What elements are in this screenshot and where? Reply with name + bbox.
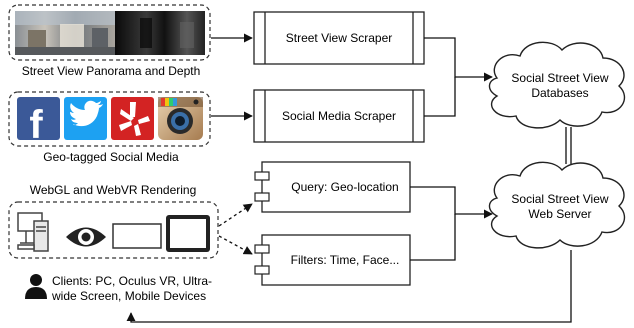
query-label: Query: Geo-location [291,180,398,194]
social-media-group [8,91,211,147]
tablet-icon [166,215,210,252]
street-view-scraper-box [253,11,425,65]
street-view-group [8,4,211,61]
facebook-icon: f [17,97,60,147]
databases-label-line2: Databases [531,86,588,100]
server-label-line1: Social Street View [511,192,608,206]
clients-caption-line2: wide Screen, Mobile Devices [51,289,206,303]
street-view-scraper-label: Street View Scraper [286,31,393,45]
query-component-box [254,161,411,213]
databases-label-line1: Social Street View [511,71,608,85]
yelp-icon [111,97,154,140]
connectors [126,33,572,323]
svg-text:f: f [29,103,43,147]
filters-component-box [254,234,411,286]
social-media-scraper-box [253,89,425,143]
ultrawide-screen-icon [112,223,162,249]
server-label-line2: Web Server [528,207,591,221]
street-view-caption: Street View Panorama and Depth [22,64,201,78]
filters-label: Filters: Time, Face... [291,253,400,267]
clients-group [8,201,219,259]
oculus-eye-icon [66,227,106,247]
instagram-icon [158,97,203,140]
pc-icon [17,212,49,252]
social-media-caption: Geo-tagged Social Media [43,150,179,164]
social-media-scraper-label: Social Media Scraper [282,109,396,123]
panorama-image [15,11,115,55]
web-server-cloud [488,161,626,249]
database-server-link [565,127,572,164]
depth-map-image [115,11,205,55]
clients-caption-line1: Clients: PC, Oculus VR, Ultra- [52,274,212,288]
user-icon [25,274,47,299]
twitter-icon [64,97,107,140]
databases-cloud [488,41,626,129]
clients-heading: WebGL and WebVR Rendering [30,183,197,197]
